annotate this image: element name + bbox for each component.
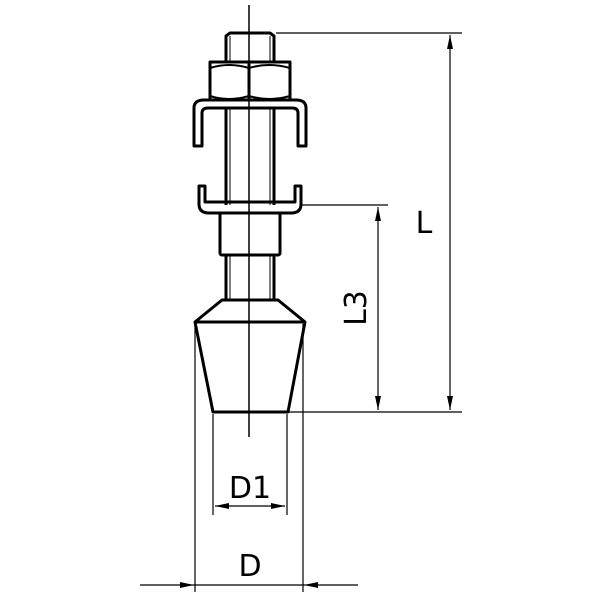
extension-lines	[194, 32, 462, 592]
conical-foot	[193, 298, 307, 414]
label-L3: L3	[339, 290, 374, 326]
shaft	[224, 108, 276, 205]
lower-clamp-clip	[197, 184, 303, 215]
label-D: D	[238, 549, 261, 584]
hex-nut	[208, 60, 292, 102]
label-L: L	[416, 206, 433, 241]
collar	[218, 211, 282, 257]
thread-end	[224, 31, 276, 62]
upper-clamp-clip	[192, 98, 308, 148]
lower-shaft	[224, 255, 276, 300]
label-D1: D1	[229, 471, 271, 506]
